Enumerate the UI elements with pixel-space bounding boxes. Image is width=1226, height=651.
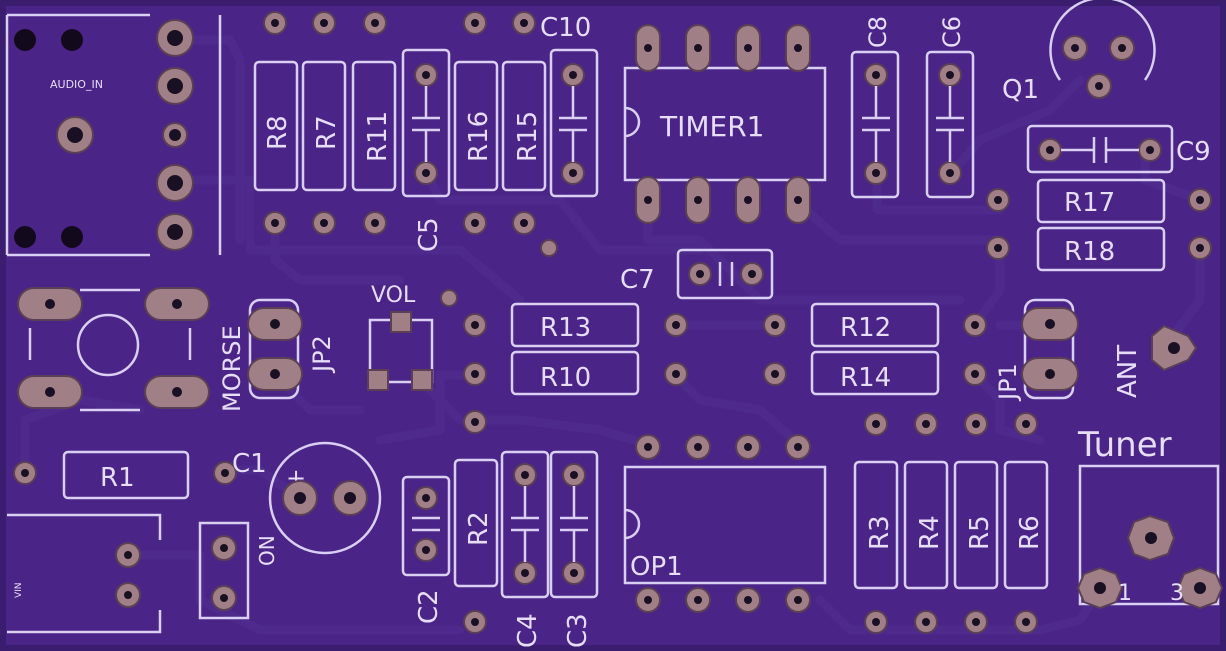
ic-op1: OP1 xyxy=(623,434,827,613)
morse-key-switch: MORSE xyxy=(17,287,246,412)
resistor-r16: R16 xyxy=(453,11,499,235)
tuner-pin1-label: 1 xyxy=(1118,581,1132,606)
power-switch-on: ON xyxy=(198,521,279,620)
resistor-r12: R12 xyxy=(763,302,987,348)
resistor-r18: R18 xyxy=(986,226,1212,272)
resistor-r3: R3 xyxy=(853,412,899,634)
r3-label: R3 xyxy=(865,515,895,550)
r18-label: R18 xyxy=(1064,237,1115,267)
r5-label: R5 xyxy=(965,515,995,550)
resistor-r2: R2 xyxy=(453,410,499,634)
ic-timer1: TIMER1 xyxy=(623,24,827,224)
resistor-r8: R8 xyxy=(253,11,299,235)
tuner-label: Tuner xyxy=(1077,425,1172,465)
vin-label: VIN xyxy=(14,582,24,598)
c10-label: C10 xyxy=(540,13,591,43)
tuner-pin3-label: 3 xyxy=(1170,581,1184,606)
jp1-label: JP1 xyxy=(994,363,1022,402)
via xyxy=(540,239,558,257)
capacitor-c10: C10 xyxy=(540,13,599,198)
capacitor-c1: + C1 xyxy=(232,441,382,555)
r1-label: R1 xyxy=(100,463,135,493)
resistor-r5: R5 xyxy=(953,412,999,634)
vin-connector: VIN xyxy=(7,513,162,634)
jp2-label: JP2 xyxy=(308,335,336,374)
resistor-r15: R15 xyxy=(501,11,547,235)
r7-label: R7 xyxy=(312,115,342,150)
trimmer-vol: VOL xyxy=(367,283,434,391)
resistor-r7: R7 xyxy=(301,11,347,235)
r12-label: R12 xyxy=(840,313,891,343)
resistor-r4: R4 xyxy=(903,412,949,634)
on-label: ON xyxy=(255,535,279,566)
r15-label: R15 xyxy=(513,111,543,162)
resistor-r10: R10 xyxy=(463,350,688,396)
resistor-r13: R13 xyxy=(463,302,688,348)
via xyxy=(440,289,458,307)
vol-label: VOL xyxy=(371,283,416,308)
r17-label: R17 xyxy=(1064,188,1115,218)
r13-label: R13 xyxy=(540,313,591,343)
timer1-label: TIMER1 xyxy=(659,110,764,143)
capacitor-c9: C9 xyxy=(1026,124,1211,174)
c6-label: C6 xyxy=(938,16,966,48)
transistor-q1: Q1 xyxy=(1002,0,1156,105)
resistor-r1: R1 xyxy=(13,450,237,500)
r6-label: R6 xyxy=(1015,515,1045,550)
c2-label: C2 xyxy=(414,589,444,624)
r10-label: R10 xyxy=(540,363,591,393)
capacitor-c7: C7 xyxy=(620,248,774,300)
capacitor-c2: C2 xyxy=(401,475,451,624)
morse-label: MORSE xyxy=(218,325,246,412)
audio-in-connector: AUDIO_IN xyxy=(5,13,222,257)
antenna-terminal: ANT xyxy=(1113,324,1198,398)
capacitor-c6: C6 xyxy=(925,16,975,199)
r14-label: R14 xyxy=(840,363,891,393)
copper-traces xyxy=(20,35,1205,635)
r4-label: R4 xyxy=(915,515,945,550)
jumper-jp1: JP1 xyxy=(994,298,1079,402)
capacitor-c4: C4 xyxy=(500,450,550,648)
c8-label: C8 xyxy=(864,16,892,48)
c9-label: C9 xyxy=(1176,137,1211,167)
op1-label: OP1 xyxy=(630,552,683,582)
c5-label: C5 xyxy=(414,217,444,252)
c1-label: C1 xyxy=(232,449,267,479)
audio-in-label: AUDIO_IN xyxy=(50,78,103,91)
r8-label: R8 xyxy=(263,115,293,150)
c7-label: C7 xyxy=(620,265,655,295)
resistor-r17: R17 xyxy=(986,178,1212,224)
resistor-r14: R14 xyxy=(763,350,987,396)
r2-label: R2 xyxy=(464,511,494,546)
capacitor-c8: C8 xyxy=(850,16,900,199)
c4-label: C4 xyxy=(513,613,543,648)
capacitor-c3: C3 xyxy=(549,450,599,648)
capacitor-c5: C5 xyxy=(401,48,451,252)
c3-label: C3 xyxy=(563,613,593,648)
q1-label: Q1 xyxy=(1002,75,1039,105)
r16-label: R16 xyxy=(464,111,494,162)
resistor-r11: R11 xyxy=(351,11,397,235)
ant-label: ANT xyxy=(1113,345,1143,398)
jumper-jp2: JP2 xyxy=(247,298,336,400)
r11-label: R11 xyxy=(363,111,393,162)
resistor-r6: R6 xyxy=(1003,412,1049,634)
tuner-trimmer: Tuner 1 3 xyxy=(1076,425,1224,610)
